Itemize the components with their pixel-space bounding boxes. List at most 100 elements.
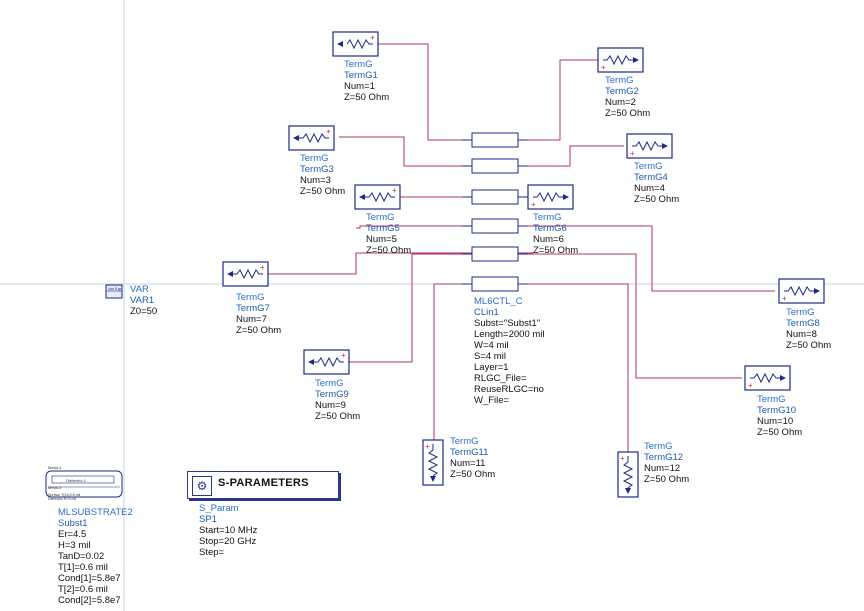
sparam-name[interactable]: SP1 (199, 514, 217, 525)
substrate-param: Cond[2]=5.8e7 (58, 595, 121, 606)
termg8-label: TermG TermG8 Num=8 Z=50 Ohm (786, 307, 831, 351)
term-impedance: Z=50 Ohm (786, 340, 832, 351)
termg9-label: TermG TermG9 Num=9 Z=50 Ohm (315, 378, 360, 422)
var-label: VAR VAR1 Z0=50 (130, 284, 157, 317)
svg-text:+: + (748, 381, 753, 390)
term-name[interactable]: TermG7 (236, 303, 270, 314)
s-parameters-title: S-PARAMETERS (218, 477, 309, 489)
termg5-symbol[interactable]: + (354, 184, 401, 210)
term-num: Num=2 (605, 97, 636, 108)
term-name[interactable]: TermG9 (315, 389, 349, 400)
term-name[interactable]: TermG5 (366, 223, 400, 234)
term-type: TermG (605, 75, 634, 86)
termg6-symbol[interactable]: + (527, 184, 574, 210)
substrate-icon-text: Metal-4 (48, 465, 61, 470)
term-impedance: Z=50 Ohm (300, 186, 346, 197)
termg1-label: TermG TermG1 Num=1 Z=50 Ohm (344, 59, 389, 103)
substrate-icon-text: Dielectric H=3 mil (48, 497, 77, 501)
term-num: Num=4 (634, 183, 665, 194)
wires (268, 43, 775, 452)
substrate-icon-text: Dielectric-1 (66, 478, 87, 483)
coupled-line-label: ML6CTL_C CLin1 Subst="Subst1" Length=200… (474, 296, 545, 406)
term-impedance: Z=50 Ohm (344, 92, 390, 103)
sparam-label: S_Param SP1 Start=10 MHz Stop=20 GHz Ste… (199, 503, 257, 558)
term-num: Num=10 (757, 416, 794, 427)
svg-text:+: + (531, 200, 536, 209)
substrate-name[interactable]: Subst1 (58, 518, 88, 529)
svg-text:+: + (425, 442, 430, 451)
termg1-symbol[interactable]: + (332, 31, 379, 57)
termg9-symbol[interactable]: + (303, 349, 350, 375)
var-type: VAR (130, 284, 149, 295)
termg12-symbol[interactable]: + (617, 451, 639, 498)
term-impedance: Z=50 Ohm (236, 325, 282, 336)
term-impedance: Z=50 Ohm (366, 245, 412, 256)
term-type: TermG (300, 153, 329, 164)
term-symbols[interactable]: + + + + + + (222, 31, 825, 498)
term-name[interactable]: TermG2 (605, 86, 639, 97)
substrate-icon-line: Metal-4 (48, 465, 62, 470)
term-impedance: Z=50 Ohm (315, 411, 361, 422)
term-name[interactable]: TermG1 (344, 70, 378, 81)
termg2-label: TermG TermG2 Num=2 Z=50 Ohm (605, 75, 650, 119)
termg8-symbol[interactable]: + (778, 278, 825, 304)
var-eqn-icon[interactable] (105, 284, 123, 299)
var-param: Z0=50 (130, 306, 158, 317)
cline-param: S=4 mil (474, 351, 506, 362)
term-name[interactable]: TermG8 (786, 318, 820, 329)
s-parameters-controller[interactable]: ⚙ S-PARAMETERS (187, 471, 339, 499)
cline-name[interactable]: CLin1 (474, 307, 499, 318)
termg4-symbol[interactable]: + (626, 133, 673, 159)
termg2-symbol[interactable]: + (597, 47, 644, 73)
term-name[interactable]: TermG6 (533, 223, 567, 234)
term-num: Num=1 (344, 81, 375, 92)
termg12-label: TermG TermG12 Num=12 Z=50 Ohm (644, 441, 689, 485)
cline-param: RLGC_File= (474, 373, 527, 384)
cline-param: Layer=1 (474, 362, 509, 373)
cline-param: W_File= (474, 395, 510, 406)
term-num: Num=6 (533, 234, 564, 245)
term-name[interactable]: TermG10 (757, 405, 797, 416)
substrate-type: MLSUBSTRATE2 (58, 507, 133, 518)
cline-param: ReuseRLGC=no (474, 384, 544, 395)
svg-text:+: + (392, 186, 397, 195)
term-type: TermG (786, 307, 815, 318)
termg5-label: TermG TermG5 Num=5 Z=50 Ohm (366, 212, 411, 256)
termg3-label: TermG TermG3 Num=3 Z=50 Ohm (300, 153, 345, 197)
term-impedance: Z=50 Ohm (533, 245, 579, 256)
termg11-label: TermG TermG11 Num=11 Z=50 Ohm (450, 436, 495, 480)
svg-text:+: + (782, 294, 787, 303)
term-num: Num=3 (300, 175, 331, 186)
term-name[interactable]: TermG11 (450, 447, 489, 458)
term-num: Num=7 (236, 314, 267, 325)
term-name[interactable]: TermG4 (634, 172, 668, 183)
coupled-line-symbol[interactable] (462, 132, 528, 292)
substrate-icon[interactable] (45, 470, 123, 498)
termg4-label: TermG TermG4 Num=4 Z=50 Ohm (634, 161, 679, 205)
termg3-symbol[interactable]: + (288, 125, 335, 151)
termg11-symbol[interactable]: + (422, 439, 444, 486)
term-impedance: Z=50 Ohm (644, 474, 690, 485)
var-name[interactable]: VAR1 (130, 295, 155, 306)
termg6-label: TermG TermG6 Num=6 Z=50 Ohm (533, 212, 578, 256)
termg10-label: TermG TermG10 Num=10 Z=50 Ohm (757, 394, 802, 438)
substrate-param: Er=4.5 (58, 529, 87, 540)
substrate-param: T[1]=0.6 mil (58, 562, 108, 573)
term-name[interactable]: TermG3 (300, 164, 334, 175)
termg7-symbol[interactable]: + (222, 261, 269, 287)
term-type: TermG (236, 292, 265, 303)
termg10-symbol[interactable]: + (744, 365, 791, 391)
svg-text:+: + (370, 33, 375, 42)
term-name[interactable]: TermG12 (644, 452, 684, 463)
var-icon-text: Var Eqn (108, 286, 123, 291)
term-num: Num=9 (315, 400, 346, 411)
substrate-icon-text: Metal-3 (48, 485, 62, 490)
svg-text:+: + (601, 63, 606, 72)
sparam-type: S_Param (199, 503, 239, 514)
substrate-param: T[2]=0.6 mil (58, 584, 108, 595)
term-type: TermG (315, 378, 344, 389)
term-type: TermG (634, 161, 663, 172)
termg7-label: TermG TermG7 Num=7 Z=50 Ohm (236, 292, 281, 336)
svg-text:+: + (326, 127, 331, 136)
